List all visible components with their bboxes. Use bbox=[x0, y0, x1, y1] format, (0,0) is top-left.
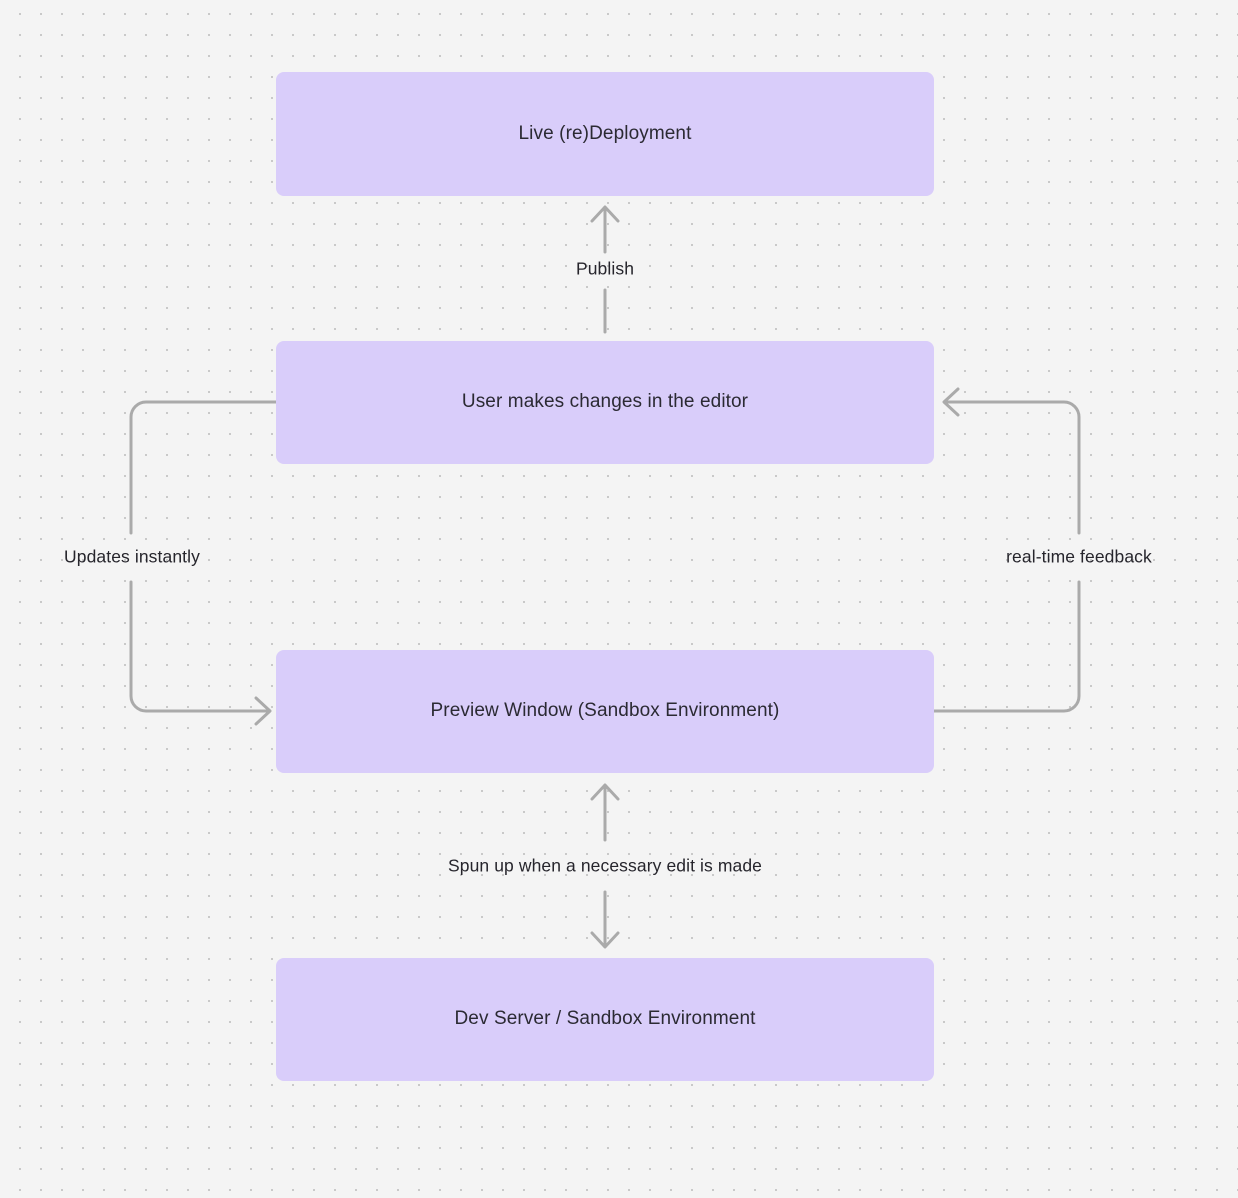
node-user-edits[interactable]: User makes changes in the editor bbox=[276, 341, 934, 464]
node-dev-server-label: Dev Server / Sandbox Environment bbox=[454, 1008, 756, 1030]
node-preview-window-label: Preview Window (Sandbox Environment) bbox=[430, 700, 780, 722]
node-live-deployment[interactable]: Live (re)Deployment bbox=[276, 72, 934, 196]
edge-label-real-time-feedback: real-time feedback bbox=[1006, 546, 1152, 567]
edge-real-time-feedback-arrowhead bbox=[942, 387, 960, 417]
edge-publish-arrowhead bbox=[590, 205, 620, 223]
edge-label-spun-up: Spun up when a necessary edit is made bbox=[447, 855, 763, 876]
edge-label-publish: Publish bbox=[575, 258, 635, 279]
edge-spun-up-down-arrowhead bbox=[590, 931, 620, 949]
edge-updates-instantly-lower-segment bbox=[129, 580, 271, 713]
edge-updates-instantly-upper-segment bbox=[129, 400, 278, 535]
node-live-deployment-label: Live (re)Deployment bbox=[518, 122, 692, 144]
edge-label-updates-instantly: Updates instantly bbox=[64, 546, 200, 567]
edge-updates-instantly-arrowhead bbox=[254, 696, 272, 726]
edge-spun-up-up-arrowhead bbox=[590, 783, 620, 801]
edge-real-time-feedback-upper-segment bbox=[943, 400, 1081, 535]
node-dev-server[interactable]: Dev Server / Sandbox Environment bbox=[276, 958, 934, 1081]
edge-real-time-feedback-lower-segment bbox=[932, 580, 1081, 713]
node-preview-window[interactable]: Preview Window (Sandbox Environment) bbox=[276, 650, 934, 773]
node-user-edits-label: User makes changes in the editor bbox=[461, 391, 749, 413]
